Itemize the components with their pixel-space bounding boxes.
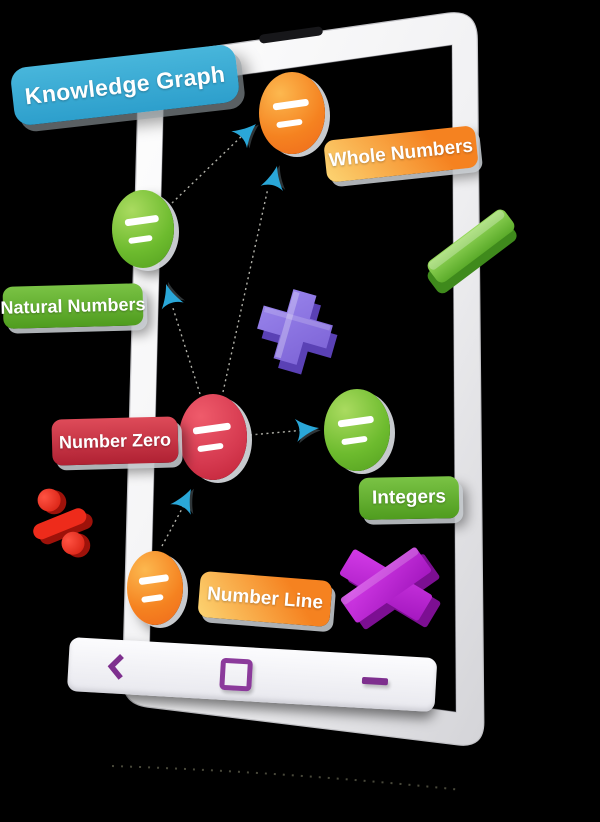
node-integers[interactable] xyxy=(324,389,390,471)
multiply-symbol-icon xyxy=(339,547,441,630)
equals-icon xyxy=(107,186,179,272)
label-integers[interactable]: Integers xyxy=(358,476,460,520)
arrowhead-icon xyxy=(260,165,286,191)
arrowhead-icon xyxy=(170,488,194,515)
equals-icon xyxy=(122,547,188,628)
arrowhead-icon xyxy=(231,124,259,149)
edge-line-to-zero xyxy=(161,504,185,547)
edge-zero-to-natural xyxy=(171,304,201,395)
label-number-zero[interactable]: Number Zero xyxy=(51,416,179,466)
equals-icon xyxy=(319,385,396,475)
phone-navbar xyxy=(66,637,438,713)
arrowheads xyxy=(161,124,321,515)
recent-icon[interactable] xyxy=(361,676,389,686)
divide-symbol-icon xyxy=(33,488,93,558)
arrowhead-icon xyxy=(294,418,321,444)
node-natural-numbers[interactable] xyxy=(112,190,174,268)
ground-dotted-line xyxy=(111,765,463,791)
back-icon[interactable] xyxy=(106,652,128,681)
equals-icon xyxy=(254,68,331,158)
label-natural-numbers[interactable]: Natural Numbers xyxy=(0,283,146,329)
equals-icon xyxy=(173,390,252,485)
node-number-line[interactable] xyxy=(127,551,183,625)
edge-zero-to-whole xyxy=(222,187,269,393)
edge-natural-to-whole xyxy=(171,132,246,204)
arrowhead-icon xyxy=(161,281,186,310)
node-whole-numbers[interactable] xyxy=(259,72,325,154)
minus-symbol-icon xyxy=(427,209,517,294)
plus-symbol-icon xyxy=(257,289,338,375)
graph-edges xyxy=(161,132,306,547)
node-number-zero[interactable] xyxy=(179,394,247,480)
phone-screen xyxy=(148,44,457,713)
speaker-icon xyxy=(259,26,323,44)
home-icon[interactable] xyxy=(219,657,254,692)
edge-zero-to-integers xyxy=(249,429,306,436)
